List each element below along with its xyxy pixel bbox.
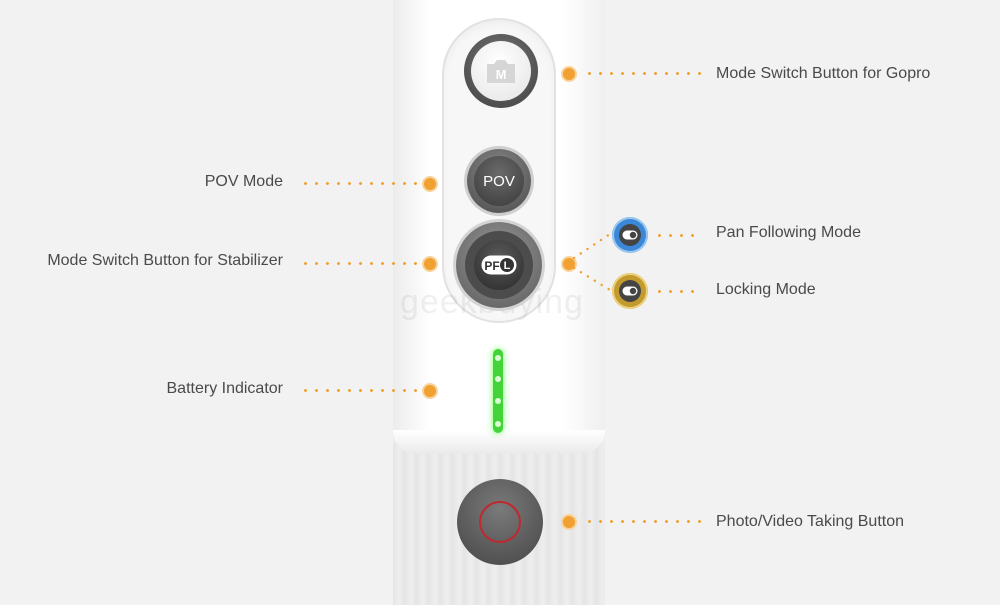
- pf-l-icon: [622, 286, 638, 296]
- label-stabilizer-mode: Mode Switch Button for Stabilizer: [47, 252, 283, 269]
- led-dot: [495, 355, 501, 361]
- callout-leader: [300, 389, 418, 392]
- camera-icon: M: [487, 60, 515, 83]
- label-battery: Battery Indicator: [166, 380, 284, 397]
- callout-leader: [300, 262, 418, 265]
- led-dot: [495, 376, 501, 382]
- callout-dot: [424, 258, 436, 270]
- photo-video-button[interactable]: [457, 479, 543, 565]
- callout-dot: [424, 385, 436, 397]
- callout-leader: [654, 290, 702, 293]
- m-symbol: M: [496, 67, 507, 82]
- callout-dot: [563, 258, 575, 270]
- pov-button-label: POV: [474, 156, 524, 206]
- label-pan-following: Pan Following Mode: [716, 224, 861, 241]
- callout-dot: [563, 68, 575, 80]
- gopro-mode-button[interactable]: M: [464, 34, 538, 108]
- record-icon: [479, 501, 521, 543]
- locking-mode-icon: [612, 273, 648, 309]
- label-gopro-mode: Mode Switch Button for Gopro: [716, 65, 931, 82]
- callout-dot: [563, 516, 575, 528]
- pf-l-icon: PF L: [481, 255, 517, 275]
- callout-leader: [584, 72, 702, 75]
- branch-connector: [572, 232, 612, 292]
- battery-indicator-leds: [493, 349, 503, 433]
- label-pov-mode: POV Mode: [204, 173, 283, 190]
- pf-symbol: PF: [484, 259, 499, 273]
- pan-following-mode-icon: [612, 217, 648, 253]
- pf-l-icon: [622, 230, 638, 240]
- callout-leader: [300, 182, 418, 185]
- callout-dot: [424, 178, 436, 190]
- handle-shoulder: [393, 430, 605, 454]
- callout-leader: [654, 234, 702, 237]
- l-symbol: L: [504, 260, 511, 272]
- pov-button[interactable]: POV: [467, 149, 531, 213]
- led-dot: [495, 421, 501, 427]
- led-dot: [495, 398, 501, 404]
- stabilizer-mode-button[interactable]: PF L: [456, 222, 542, 308]
- label-photo-video: Photo/Video Taking Button: [716, 513, 904, 530]
- label-locking: Locking Mode: [716, 281, 816, 298]
- callout-leader: [584, 520, 702, 523]
